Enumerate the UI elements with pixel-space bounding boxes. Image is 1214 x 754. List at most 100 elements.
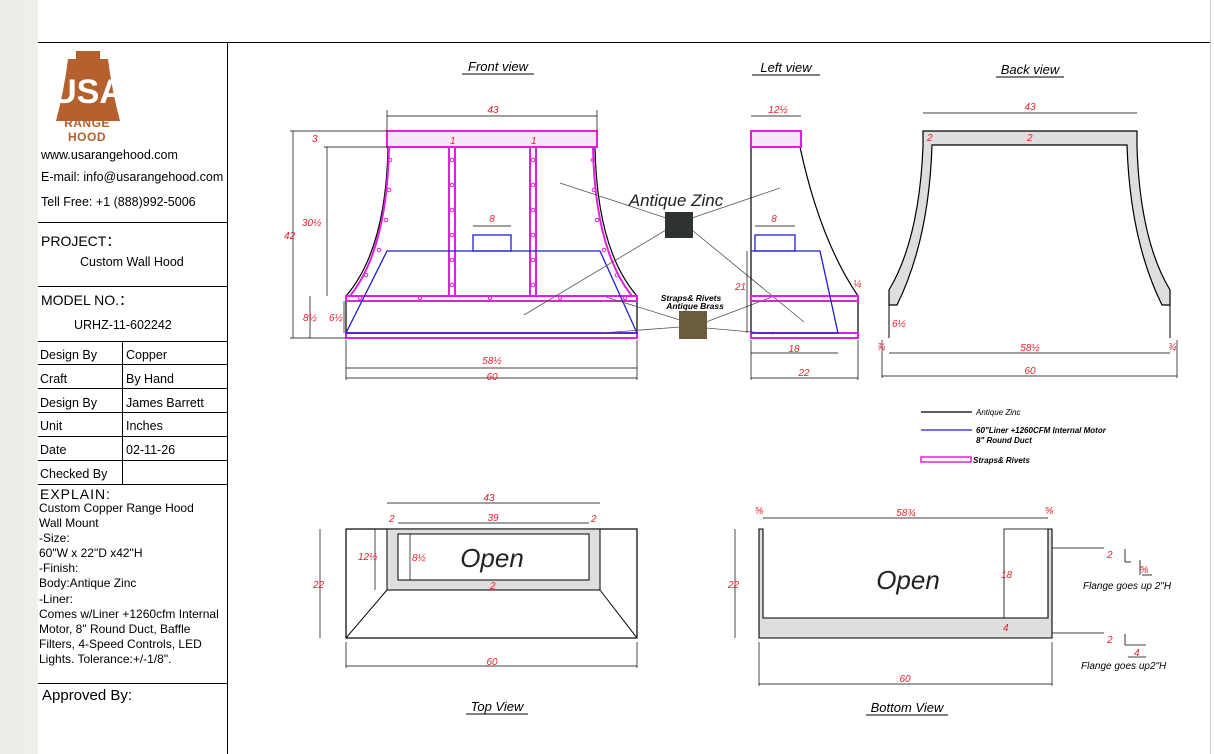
legend-straps-label: Straps& Rivets: [973, 456, 1030, 465]
top-strap: [386, 130, 598, 148]
dim-label: 60: [486, 657, 498, 668]
spec-value: By Hand: [126, 372, 174, 386]
dim-label: 2: [1106, 550, 1113, 561]
explain-line: -Finish:: [39, 561, 79, 576]
approved-label: Approved By:: [42, 687, 133, 704]
front-view-drawing: 43 3 42 30½ 8 8½ 6½ 1 1 58½ 60: [284, 105, 639, 383]
dim-label: 58¾: [896, 508, 915, 519]
dim-label: ⅝: [1140, 565, 1149, 576]
dim-label: 1: [450, 136, 456, 147]
legend-zinc-label: Antique Zinc: [975, 408, 1020, 417]
side-top-strap: [750, 130, 802, 148]
dim-label: 12½: [768, 105, 788, 116]
spec-value: Inches: [126, 419, 163, 433]
dim-label: 60: [486, 372, 498, 383]
explain-line: Comes w/Liner +1260cfm Internal: [39, 606, 219, 621]
antique-zinc-callout: Antique Zinc: [628, 191, 724, 210]
dim-label: 21: [734, 282, 746, 293]
liner-outline: [344, 250, 639, 334]
spec-label: Date: [40, 443, 67, 457]
back-view-drawing: 43 2 2 6½ 58½ 60 ¾ ¾: [877, 102, 1178, 378]
project-label: PROJECT：: [41, 233, 121, 249]
dim-label: 3: [312, 134, 318, 145]
antique-brass-swatch: [679, 311, 707, 339]
flange-note-top: Flange goes up 2"H: [1083, 581, 1172, 592]
explain-line: 60"W x 22"D x42"H: [39, 546, 143, 561]
rivets: [357, 157, 628, 301]
dim-label: 18: [788, 344, 800, 355]
email-text: E-mail: info@usarangehood.com: [41, 170, 224, 184]
explain-line: Custom Copper Range Hood: [39, 501, 194, 515]
spec-label: Design By: [40, 396, 97, 410]
top-view-title: Top View: [471, 699, 525, 714]
top-dimension-lines: [319, 502, 638, 668]
explain-line: Body:Antique Zinc: [39, 576, 137, 591]
divider: [38, 388, 227, 389]
dim-label: 2: [590, 514, 597, 525]
explain-line: Lights. Tolerance:+/-1/8".: [39, 651, 172, 666]
top-bevel-line: [599, 589, 638, 639]
side-band-strap: [750, 295, 859, 302]
bottom-open-label: Open: [876, 565, 940, 595]
bottom-view-title: Bottom View: [871, 700, 945, 715]
flange-detail-top: [1052, 547, 1152, 576]
logo-hood-shape: [56, 59, 120, 121]
explain-text: Custom Copper Range Hood Wall Mount -Siz…: [39, 501, 219, 667]
left-dimension-lines: [746, 115, 859, 380]
antique-zinc-swatch: [665, 212, 693, 238]
top-view-drawing: Open 43 39 2 2 12½ 8½ 2 22 60: [312, 493, 638, 668]
vertical-strap: [448, 146, 456, 297]
side-liner-outline: [751, 250, 839, 334]
phone-text: Tell Free: +1 (888)992-5006: [41, 195, 196, 209]
model-label: MODEL NO.：: [41, 292, 134, 308]
front-view-title: Front view: [468, 59, 530, 74]
dim-label: 22: [727, 580, 740, 591]
bottom-view-drawing: Open 58¾ ⅝ ⅝ 22 18 4 60 2 ⅝ Flange goes …: [727, 506, 1172, 686]
explain-line: -Liner:: [39, 591, 74, 606]
dim-label: 58½: [1020, 343, 1040, 354]
band-strap: [345, 295, 638, 302]
dim-label: 4: [1134, 648, 1140, 659]
logo-chimney: [76, 51, 100, 59]
project-value: Custom Wall Hood: [80, 255, 184, 269]
explain-line: Filters, 4-Speed Controls, LED: [39, 636, 202, 651]
dim-label: 2: [489, 581, 496, 592]
divider: [38, 286, 227, 287]
dim-label: 2: [926, 133, 933, 144]
legend-liner-label: 60"Liner +1260CFM Internal Motor: [976, 426, 1107, 435]
explain-line: -Size:: [39, 531, 70, 546]
legend-liner-label-2: 8" Round Duct: [976, 436, 1032, 445]
dim-label: 30½: [302, 218, 322, 229]
curved-strap: [349, 146, 390, 297]
drawing-sheet: USA RANGE HOOD www.usarangehood.com E-ma…: [38, 0, 1211, 754]
usa-range-hood-logo: USA: [52, 51, 124, 121]
bottom-side-panel: [1003, 528, 1049, 619]
website-text: www.usarangehood.com: [41, 148, 178, 162]
dim-label: 43: [487, 105, 499, 116]
dim-label: 42: [284, 231, 296, 242]
logo-subtitle: RANGE HOOD: [64, 116, 110, 144]
divider: [38, 484, 227, 485]
dim-label: 22: [312, 580, 325, 591]
spec-value: James Barrett: [126, 396, 204, 410]
dim-label: 18: [1001, 570, 1013, 581]
dim-label: ⅝: [755, 506, 764, 517]
dim-label: 8½: [303, 313, 318, 324]
legend-straps-swatch: [920, 456, 972, 463]
legend: Antique Zinc 60"Liner +1260CFM Internal …: [920, 408, 1107, 465]
spec-label: Design By: [40, 348, 97, 362]
dim-label: 2: [1026, 133, 1033, 144]
dim-label: 2: [388, 514, 395, 525]
divider: [38, 460, 227, 461]
top-bevel-line: [345, 589, 388, 639]
front-dimension-lines: [290, 110, 638, 380]
divider: [38, 341, 227, 342]
model-value: URHZ-11-602242: [74, 318, 172, 332]
dim-label: 58½: [482, 356, 502, 367]
side-body-outline: [750, 146, 859, 339]
straps-callout: Straps& Rivets: [661, 293, 722, 303]
vertical-strap: [529, 146, 537, 297]
divider: [38, 364, 227, 365]
brass-callout: Antique Brass: [665, 301, 724, 311]
dim-label: ¼: [853, 278, 861, 290]
